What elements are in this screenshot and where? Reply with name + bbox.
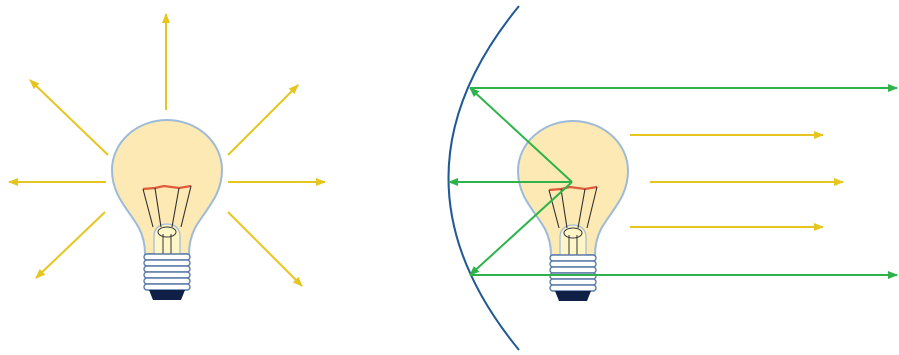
- concave-mirror-icon: [449, 6, 520, 350]
- ray-up-right: [228, 85, 298, 155]
- ray-down-right: [228, 212, 302, 286]
- direct-rays: [630, 135, 843, 227]
- reflector-group: [449, 6, 898, 350]
- radiating-light-group: [9, 14, 325, 300]
- ray-up-left: [30, 80, 108, 155]
- bulb-icon: [112, 120, 222, 300]
- ray-down-left: [36, 212, 105, 278]
